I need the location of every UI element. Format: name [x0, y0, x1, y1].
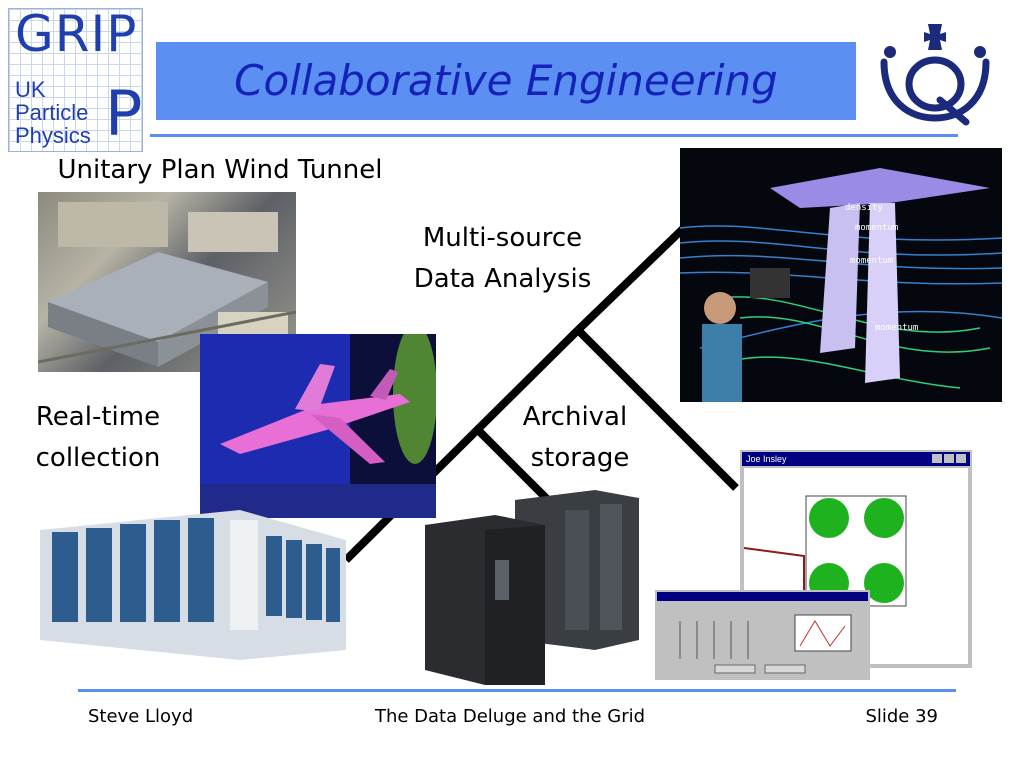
jet-model-icon [200, 324, 437, 518]
line-branch-storage [475, 427, 551, 503]
title-rule [150, 134, 958, 137]
control-panel-screenshot [655, 590, 870, 680]
logo-grip-text: GRIP [15, 5, 138, 63]
logo-line-uk: UK [15, 77, 46, 102]
realtime-label-line1: Real-time [35, 402, 161, 432]
logo-line-physics: Physics [15, 123, 91, 148]
window-maximize-icon[interactable] [944, 454, 954, 463]
logo-line-particle: Particle [15, 100, 89, 125]
slide-title: Collaborative Engineering [234, 56, 778, 105]
footer-author: Steve Lloyd [88, 706, 194, 727]
footer-slide-number: Slide 39 [865, 706, 938, 727]
gridpp-logo: GRIP UK Particle Physics P [8, 5, 143, 152]
window-minimize-icon[interactable] [932, 454, 942, 463]
viz-label-density: density [845, 203, 884, 213]
multi-source-label-line1: Multi-source [422, 223, 583, 253]
plane-model-photo [200, 324, 437, 518]
line-branch-right [575, 327, 739, 491]
line-trunk-up [575, 219, 693, 333]
window-close-icon[interactable] [956, 454, 966, 463]
realtime-label-line2: collection [35, 443, 161, 473]
footer-rule [78, 689, 956, 692]
multi-source-label-line2: Data Analysis [413, 264, 592, 294]
logo-big-p: P [105, 77, 143, 150]
control-panel-titlebar [657, 592, 868, 601]
storage-racks-photo [425, 490, 639, 685]
archival-label-line1: Archival [522, 402, 628, 432]
flow-visualization-photo: density momentum momentum momentum [679, 148, 1003, 402]
title-bar [156, 42, 856, 120]
compute-cluster-photo [40, 510, 346, 660]
control-panel-sliders-icon [679, 614, 852, 674]
footer-talk-title: The Data Deluge and the Grid [374, 706, 646, 727]
viz-label-momentum-2: momentum [850, 256, 893, 266]
university-crest-logo [880, 24, 990, 126]
viz-label-momentum-3: momentum [875, 323, 918, 333]
viz-label-momentum-1: momentum [855, 223, 898, 233]
flow-visualization-icon: density momentum momentum momentum [679, 168, 1003, 402]
wind-tunnel-label: Unitary Plan Wind Tunnel [57, 155, 383, 185]
archival-label-line2: storage [530, 443, 630, 473]
window-title: Joe Insley [746, 454, 787, 464]
line-trunk-left [343, 327, 581, 563]
window-titlebar: Joe Insley [742, 452, 970, 466]
